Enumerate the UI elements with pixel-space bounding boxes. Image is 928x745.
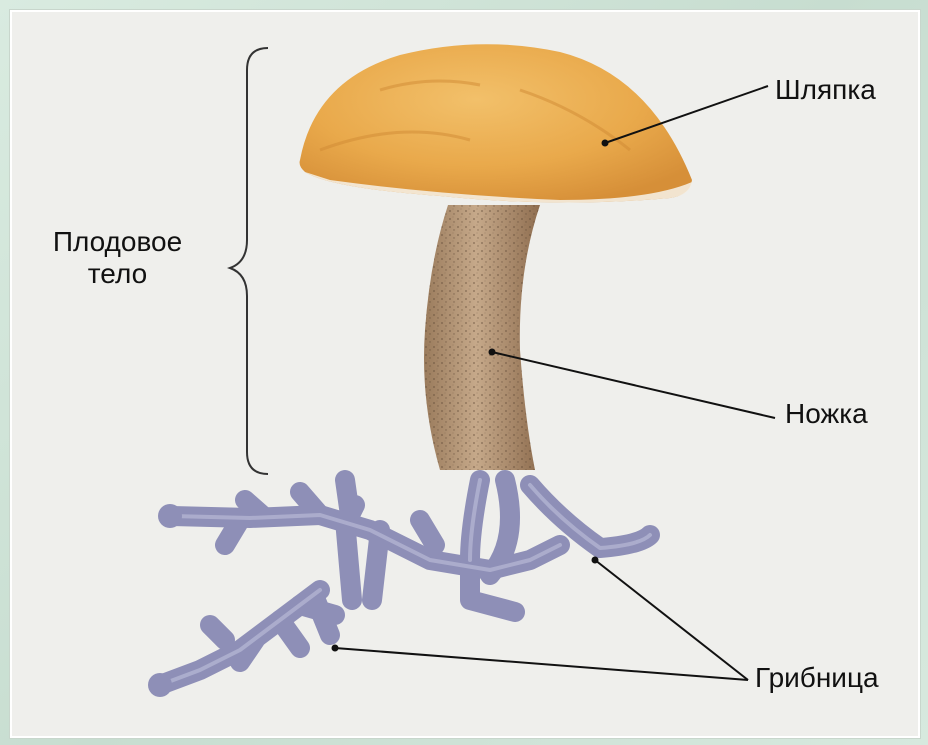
mycelium-label: Грибница: [755, 662, 879, 694]
mycelium: [148, 480, 650, 697]
fruit-body-label-line2: тело: [30, 258, 205, 290]
mycelium-leader-line-1: [595, 560, 748, 680]
mushroom-cap: [300, 44, 692, 202]
cap-label: Шляпка: [775, 74, 876, 106]
fruit-body-label: Плодовое тело: [30, 226, 205, 290]
stem-label: Ножка: [785, 398, 868, 430]
fruit-body-brace: [230, 48, 268, 474]
stem-leader-line: [492, 352, 775, 418]
mushroom-stem: [424, 205, 540, 470]
fruit-body-label-line1: Плодовое: [30, 226, 205, 258]
mycelium-leader-line-2: [335, 648, 748, 680]
